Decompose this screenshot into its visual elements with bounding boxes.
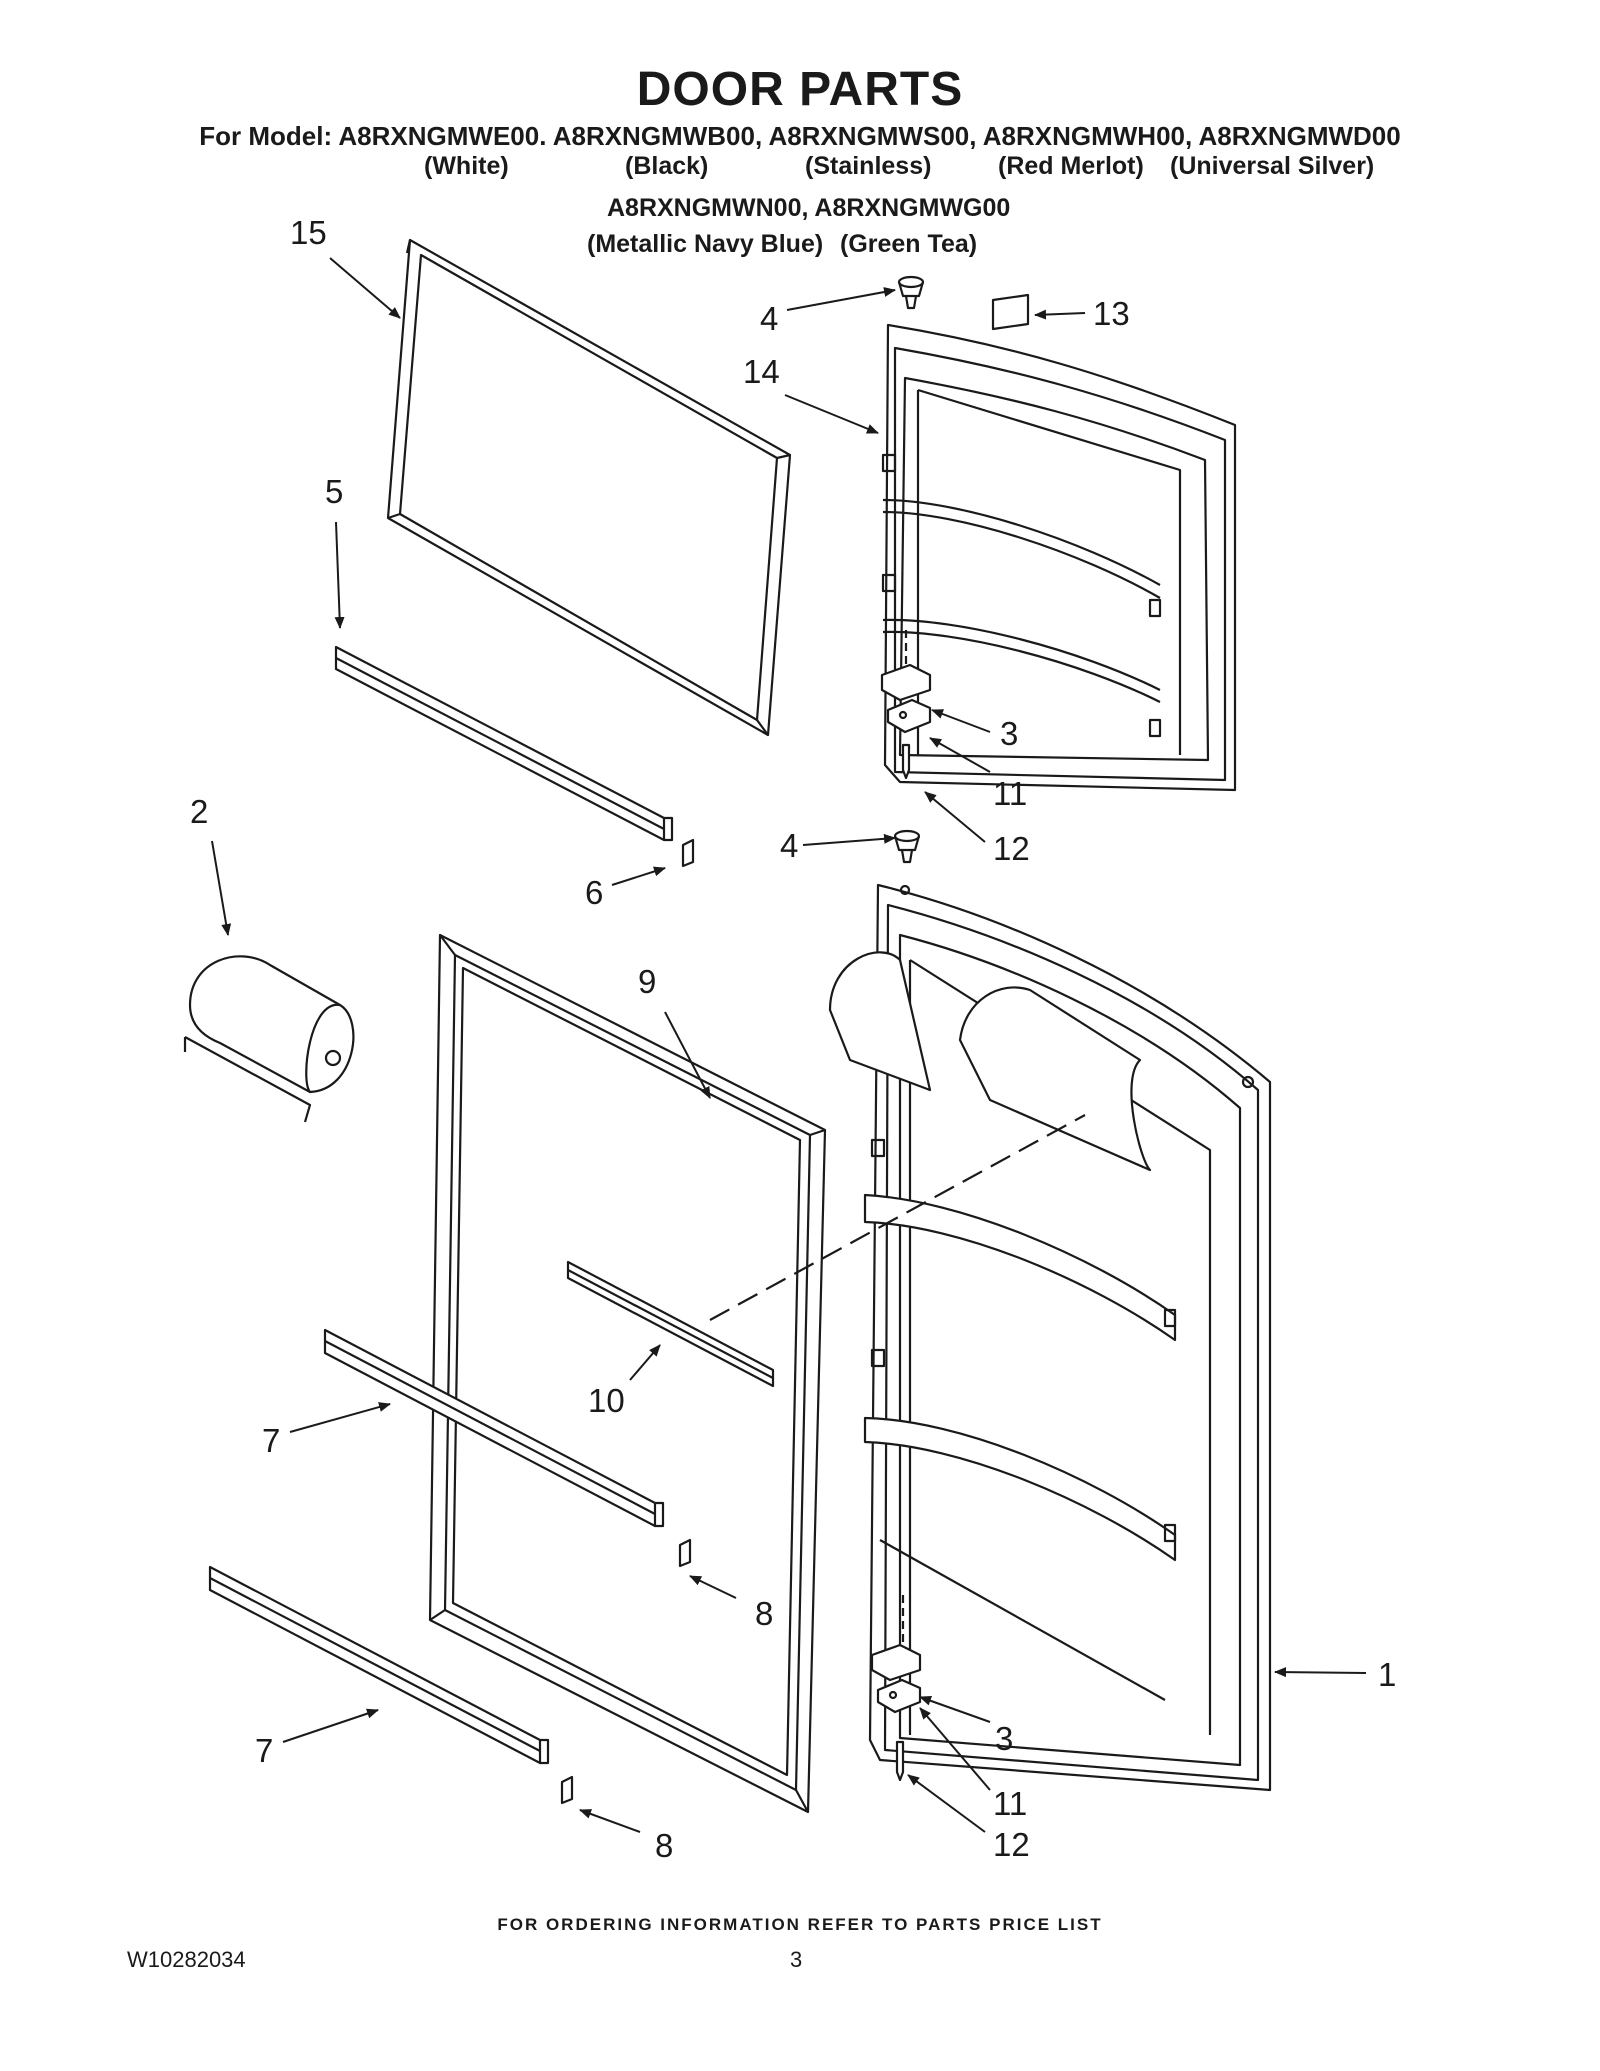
callout-15: 15 [290, 214, 327, 251]
page-title: DOOR PARTS [636, 63, 964, 116]
callout-4b: 4 [780, 827, 798, 864]
callout-1: 1 [1378, 1656, 1396, 1693]
end-cap-8b [560, 1775, 574, 1805]
callout-7a: 7 [262, 1422, 280, 1459]
fresh-food-door [828, 883, 1272, 1792]
color-universal-silver: (Universal Silver) [1170, 152, 1375, 180]
retainer-bar-7b [208, 1565, 550, 1765]
end-cap-8a [678, 1538, 692, 1568]
callout-4a: 4 [760, 300, 778, 337]
freezer-door [881, 323, 1237, 792]
upper-retainer-bar [566, 1260, 775, 1388]
callout-11b: 11 [993, 1785, 1027, 1822]
callout-8a: 8 [755, 1595, 773, 1632]
color-stainless: (Stainless) [805, 152, 932, 180]
callout-13: 13 [1093, 295, 1130, 332]
model-label [991, 293, 1030, 331]
callout-14: 14 [743, 353, 780, 390]
callout-7b: 7 [255, 1732, 273, 1769]
color-red-merlot: (Red Merlot) [998, 152, 1144, 180]
dairy-door [183, 955, 355, 1123]
callout-8b: 8 [655, 1827, 673, 1864]
color-green-tea: (Green Tea) [840, 230, 978, 258]
hinge-bushing-upper [897, 275, 925, 310]
freezer-gasket [386, 238, 792, 737]
callout-12a: 12 [993, 830, 1030, 867]
page-number: 3 [790, 1947, 803, 1972]
hinge-upper [880, 630, 932, 780]
leader-arrows [211, 257, 1367, 1833]
callout-3a: 3 [1000, 715, 1018, 752]
freezer-retainer-bar [334, 645, 674, 842]
callout-10: 10 [588, 1382, 625, 1419]
freezer-end-cap [681, 838, 695, 868]
callout-3b: 3 [995, 1720, 1013, 1757]
hinge-bushing-lower [893, 829, 921, 864]
document-number: W10282034 [127, 1947, 246, 1972]
ordering-note: FOR ORDERING INFORMATION REFER TO PARTS … [497, 1915, 1103, 1934]
callout-11a: 11 [993, 775, 1027, 812]
callout-5: 5 [325, 473, 343, 510]
color-black: (Black) [625, 152, 709, 180]
model-list: For Model: A8RXNGMWE00. A8RXNGMWB00, A8R… [199, 121, 1401, 151]
retainer-bar-7a [323, 1328, 665, 1528]
callout-2: 2 [190, 793, 208, 830]
callout-12b: 12 [993, 1826, 1030, 1863]
callout-9: 9 [638, 963, 656, 1000]
color-metallic-navy-blue: (Metallic Navy Blue) [587, 230, 824, 258]
color-white: (White) [424, 152, 509, 180]
hinge-lower [870, 1595, 922, 1782]
callout-6: 6 [585, 874, 603, 911]
alignment-line [709, 1114, 1086, 1321]
model-list-2: A8RXNGMWN00, A8RXNGMWG00 [607, 194, 1011, 222]
callout-numbers: 15 5 2 6 9 10 7 8 7 8 4 13 14 3 11 12 4 … [190, 214, 1396, 1864]
